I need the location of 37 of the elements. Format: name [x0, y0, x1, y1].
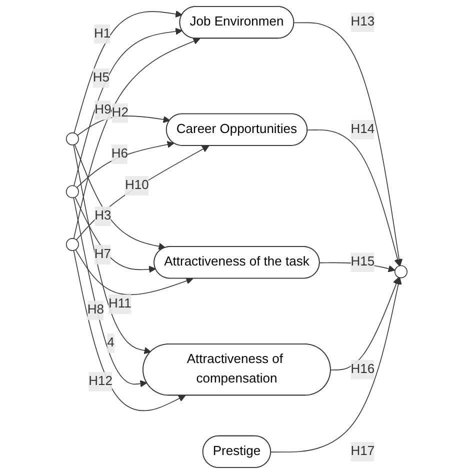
- edge-label: H12: [88, 374, 113, 388]
- arrow: [270, 277, 402, 452]
- edge-label: H10: [125, 178, 150, 192]
- node-circle: [66, 185, 80, 198]
- edge-label: H1: [94, 26, 111, 41]
- edge-label: H3: [94, 208, 112, 223]
- arrow: [74, 10, 183, 134]
- arrow: [294, 22, 403, 266]
- edge-label: H11: [108, 296, 132, 311]
- arrow: [76, 141, 174, 188]
- edge-label: 4: [107, 336, 115, 350]
- arrow: [76, 146, 210, 240]
- edge-label: H15: [351, 255, 375, 269]
- arrow: [74, 28, 183, 186]
- edge-label: H5: [93, 70, 110, 85]
- arrow: [307, 130, 402, 266]
- arrow: [330, 277, 400, 370]
- arrow: [74, 197, 148, 388]
- arrow: [74, 144, 166, 250]
- edge-label: H2: [112, 106, 129, 120]
- arrow: [74, 250, 186, 412]
- edge-label: H13: [351, 15, 375, 29]
- edge-label: H17: [351, 444, 375, 458]
- node-circle: [394, 265, 408, 278]
- arrow: [74, 38, 200, 239]
- node-circle: [66, 132, 80, 146]
- edge-label: H16: [351, 362, 375, 376]
- arrow: [75, 249, 194, 296]
- arrow: [74, 196, 156, 273]
- edge-label: H9: [94, 102, 112, 117]
- arrow: [73, 144, 152, 354]
- edge-label: H6: [112, 146, 128, 161]
- edge-label: H7: [94, 247, 112, 262]
- node-circle: [66, 238, 80, 251]
- arrow: [77, 116, 171, 136]
- edge-label: H14: [351, 122, 375, 136]
- edge-label: H8: [88, 303, 104, 317]
